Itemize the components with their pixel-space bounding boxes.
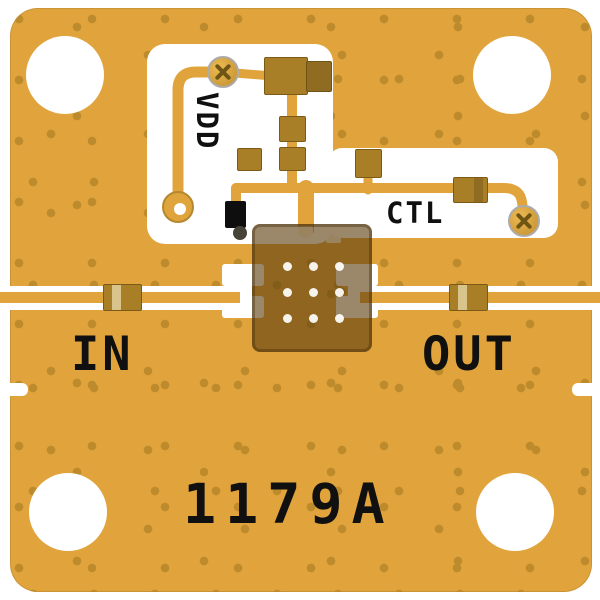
label-in: IN [71, 327, 134, 382]
chip-via-dot [283, 314, 292, 323]
chip-via-dot [283, 262, 292, 271]
mounting-hole-bottom-right [476, 473, 554, 551]
component-resistor-in [103, 284, 142, 311]
mounting-hole-top-right [473, 36, 551, 114]
screw-pad-vdd-icon [207, 56, 239, 88]
label-out: OUT [422, 327, 516, 382]
label-vdd: VDD [190, 92, 224, 151]
chip-via-dot [335, 288, 344, 297]
chip-via-dot [309, 288, 318, 297]
component-cap-3 [237, 148, 262, 171]
chip-via-dot [335, 262, 344, 271]
screw-pad-ctl-icon [508, 205, 540, 237]
dark-via-dot [233, 226, 247, 240]
chip-via-dot [283, 288, 292, 297]
component-cap-2 [279, 147, 306, 171]
silk-notch-right [572, 383, 600, 396]
chip-via-dot [335, 314, 344, 323]
component-cap-large-end [306, 61, 332, 92]
component-cap-ctl-2 [453, 177, 488, 203]
chip-via-dot [309, 262, 318, 271]
component-cap-1 [279, 116, 306, 142]
component-cap-ctl-1 [355, 149, 382, 178]
ring-pad-icon [162, 191, 194, 223]
ring-pad-hole [174, 203, 186, 215]
label-ctl: CTL [386, 196, 445, 230]
component-black-cap [225, 201, 246, 228]
silk-notch-left [0, 383, 28, 396]
mounting-hole-top-left [26, 36, 104, 114]
component-cap-large [264, 57, 308, 95]
mounting-hole-bottom-left [29, 473, 107, 551]
component-resistor-out [449, 284, 488, 311]
chip-via-dot [309, 314, 318, 323]
label-part-number: 1179A [183, 472, 394, 536]
